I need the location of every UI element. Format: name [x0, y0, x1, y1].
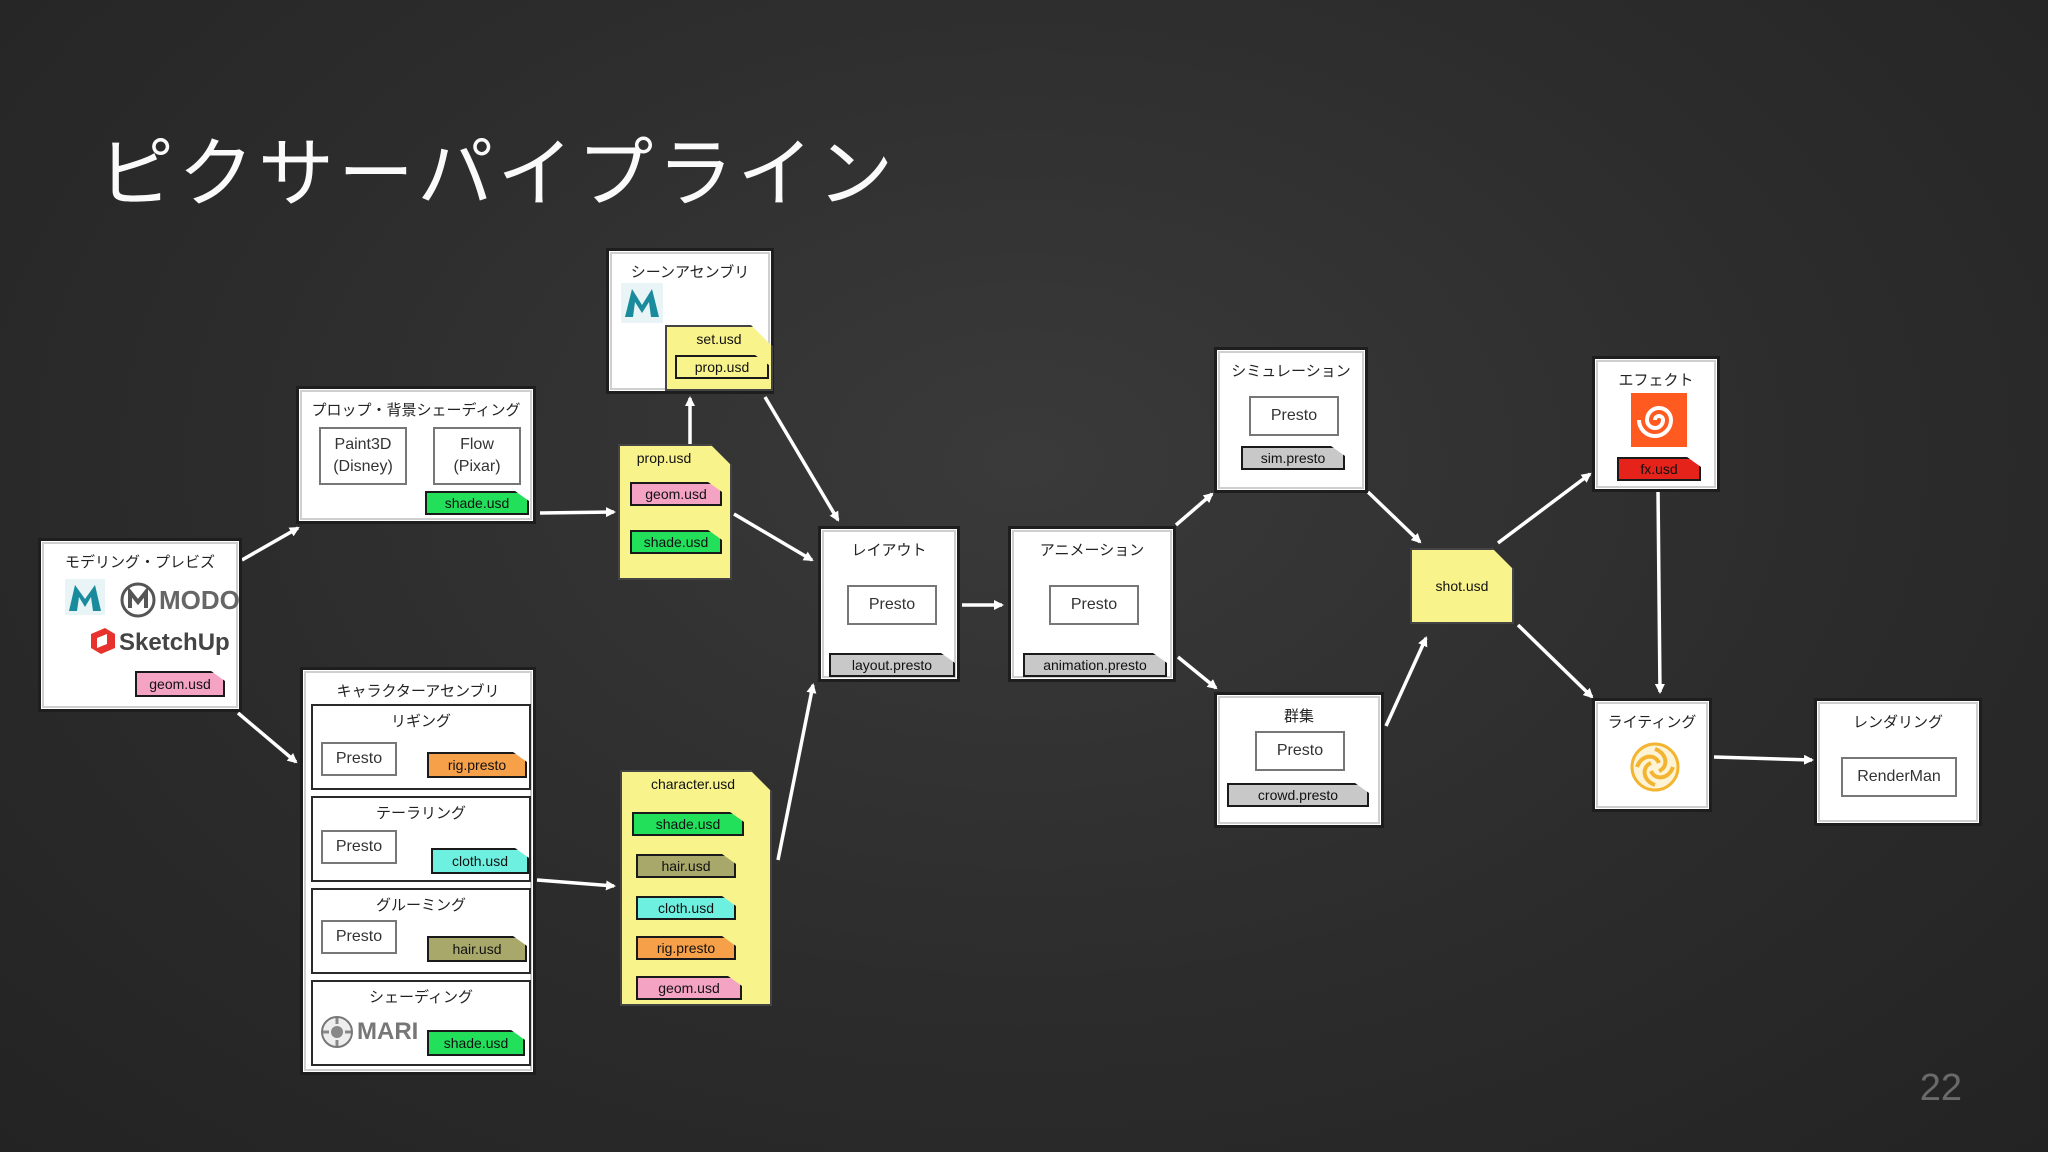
presto-tool: Presto	[1255, 731, 1345, 771]
arrow-crowd-to-shot	[1384, 636, 1428, 727]
katana-icon	[1630, 742, 1680, 792]
shading-title: シェーディング	[369, 988, 473, 1006]
tailoring-title: テーラリング	[375, 804, 466, 822]
cloth-usd-tag: cloth.usd	[431, 848, 529, 874]
renderman-tool: RenderMan	[1841, 757, 1957, 797]
arrow-scene-to-layout	[763, 396, 840, 522]
geom-usd-tag: geom.usd	[636, 976, 742, 1000]
animation-presto-tag: animation.presto	[1023, 653, 1167, 677]
effects-title: エフェクト	[1618, 371, 1694, 389]
hair-usd-tag: hair.usd	[427, 936, 527, 962]
rendering-title: レンダリング	[1852, 713, 1943, 731]
character-assembly-box: キャラクターアセンブリ リギング Presto rig.presto テーラリン…	[300, 667, 536, 1075]
grooming-title: グルーミング	[375, 896, 466, 914]
character-assembly-title: キャラクターアセンブリ	[336, 682, 500, 700]
presto-tool: Presto	[1249, 396, 1339, 436]
scene-doc: set.usd prop.usd	[665, 325, 773, 391]
mari-logo-text: MARI	[357, 1018, 419, 1045]
rigging-title: リギング	[390, 712, 451, 730]
paint3d-tool: Paint3D (Disney)	[319, 427, 407, 485]
prop-usd-tag: prop.usd	[675, 355, 769, 379]
character-usd-doc: character.usd shade.usd hair.usd cloth.u…	[620, 770, 772, 1006]
arrow-shot-to-effects	[1496, 472, 1592, 545]
rig-presto-tag: rig.presto	[427, 752, 527, 778]
modo-logo-text: MODO	[159, 585, 240, 615]
lighting-box: ライティング	[1592, 698, 1712, 812]
arrow-animation-to-simulation	[1174, 492, 1214, 527]
arrow-character-to-char-doc	[536, 878, 616, 891]
scene-assembly-box: シーンアセンブリ set.usd prop.usd	[606, 248, 774, 394]
animation-box: アニメーション Presto animation.presto	[1008, 526, 1176, 682]
shade-usd-tag: shade.usd	[425, 491, 529, 515]
layout-title: レイアウト	[851, 541, 927, 559]
arrow-effects-to-lighting	[1654, 488, 1665, 694]
sketchup-logo-text: SketchUp	[119, 629, 230, 656]
simulation-title: シミュレーション	[1231, 362, 1351, 380]
arrow-prop-doc-to-layout	[733, 512, 814, 562]
geom-usd-tag: geom.usd	[630, 482, 722, 506]
crowd-presto-tag: crowd.presto	[1227, 783, 1369, 807]
layout-presto-tag: layout.presto	[829, 653, 955, 677]
arrow-shot-to-lighting	[1516, 623, 1594, 699]
shade-usd-tag: shade.usd	[427, 1030, 525, 1056]
character-doc-label: character.usd	[650, 776, 736, 792]
shade-usd-tag: shade.usd	[630, 530, 722, 554]
maya-icon	[621, 283, 663, 323]
sketchup-icon	[91, 628, 115, 654]
lighting-title: ライティング	[1607, 713, 1697, 731]
fx-usd-tag: fx.usd	[1617, 457, 1701, 481]
arrow-modeling-to-prop-shading	[241, 526, 300, 562]
prop-doc-label: prop.usd	[636, 450, 692, 466]
modeling-title: モデリング・プレビズ	[64, 553, 215, 571]
presto-tool: Presto	[321, 920, 397, 954]
crowd-box: 群集 Presto crowd.presto	[1214, 692, 1384, 828]
slide-title: ピクサーパイプライン	[98, 129, 898, 218]
presto-tool: Presto	[321, 830, 397, 864]
hair-usd-tag: hair.usd	[636, 854, 736, 878]
arrow-char-doc-to-layout	[776, 683, 817, 861]
animation-title: アニメーション	[1039, 541, 1145, 559]
flow-tool: Flow (Pixar)	[433, 427, 521, 485]
mari-icon	[321, 1016, 353, 1048]
rigging-box: リギング Presto rig.presto	[311, 704, 531, 790]
arrow-simulation-to-shot	[1366, 490, 1422, 544]
sim-presto-tag: sim.presto	[1241, 446, 1345, 470]
arrow-modeling-to-character	[236, 711, 298, 764]
simulation-box: シミュレーション Presto sim.presto	[1214, 347, 1368, 493]
shot-doc-label: shot.usd	[1435, 578, 1489, 594]
crowd-title: 群集	[1283, 707, 1314, 725]
prop-shading-box: プロップ・背景シェーディング Paint3D (Disney) Flow (Pi…	[296, 386, 536, 524]
presto-tool: Presto	[321, 742, 397, 776]
grooming-box: グルーミング Presto hair.usd	[311, 888, 531, 974]
modeling-box: モデリング・プレビズ MODO SketchUp geom.usd	[38, 538, 242, 712]
prop-shading-title: プロップ・背景シェーディング	[311, 401, 521, 419]
cloth-usd-tag: cloth.usd	[636, 896, 736, 920]
shading-box: シェーディング MARI shade.usd	[311, 980, 531, 1066]
arrow-lighting-to-rendering	[1713, 754, 1814, 765]
arrow-animation-to-crowd	[1176, 655, 1218, 690]
tailoring-box: テーラリング Presto cloth.usd	[311, 796, 531, 882]
modo-icon	[120, 582, 156, 618]
arrow-prop-shading-to-prop-doc	[539, 507, 616, 518]
presto-tool: Presto	[847, 585, 937, 625]
page-number: 22	[1919, 1067, 1962, 1109]
houdini-icon	[1631, 393, 1687, 447]
layout-box: レイアウト Presto layout.presto	[818, 526, 960, 682]
shot-usd-doc: shot.usd	[1410, 548, 1514, 624]
scene-assembly-title: シーンアセンブリ	[630, 263, 750, 281]
geom-usd-tag: geom.usd	[135, 671, 225, 697]
presto-tool: Presto	[1049, 585, 1139, 625]
effects-box: エフェクト fx.usd	[1592, 356, 1720, 492]
shade-usd-tag: shade.usd	[632, 812, 744, 836]
rig-presto-tag: rig.presto	[636, 936, 736, 960]
set-usd-label: set.usd	[696, 331, 742, 347]
maya-icon	[65, 579, 105, 615]
prop-usd-doc: prop.usd geom.usd shade.usd	[618, 444, 732, 580]
rendering-box: レンダリング RenderMan	[1814, 698, 1982, 826]
